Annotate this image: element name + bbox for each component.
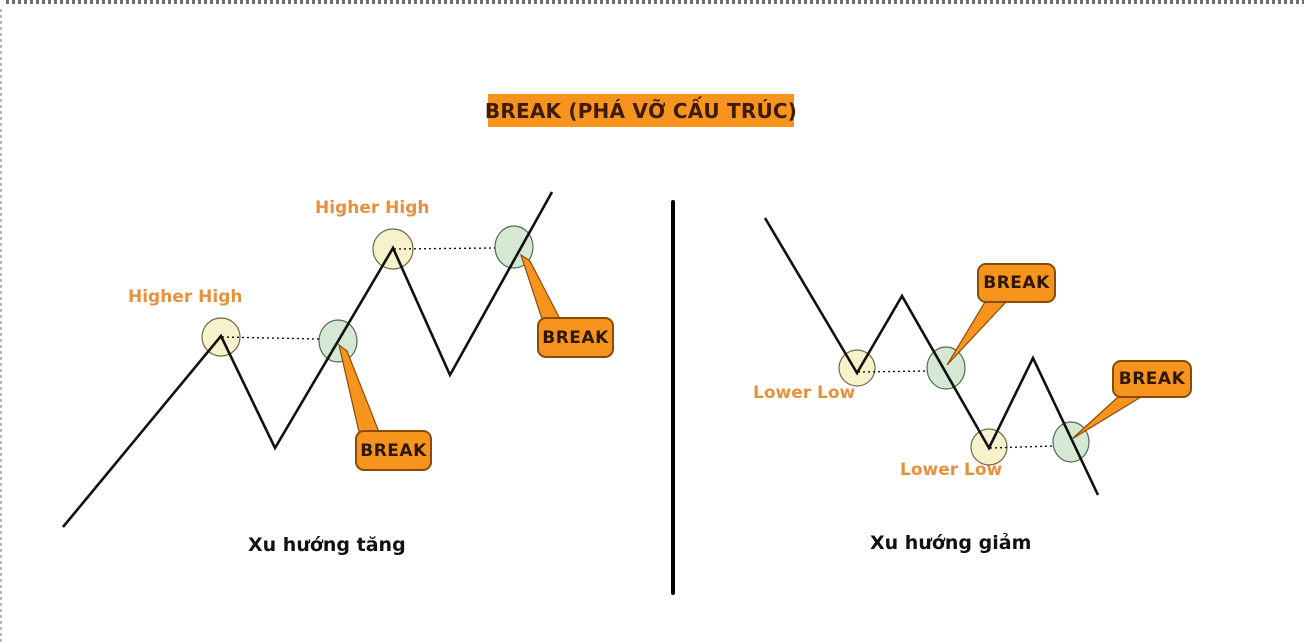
dotted-level-line-1 (221, 336, 320, 340)
top-dotted-edge (6, 0, 1304, 4)
swing-low-marker-1 (838, 349, 876, 387)
page-title: BREAK (PHÁ VỠ CẤU TRÚC) (485, 94, 797, 127)
level-lines (221, 247, 1054, 449)
zigzag-line-uptrend (61, 191, 554, 528)
lower-low-label-2: Lower Low (900, 460, 1003, 480)
uptrend-caption: Xu hướng tăng (248, 534, 406, 556)
dotted-level-line-3 (857, 370, 928, 373)
uptrend-markers (201, 225, 534, 363)
callout-tail-1 (338, 343, 380, 433)
higher-high-label-1: Higher High (128, 287, 243, 307)
panel-divider (671, 200, 675, 595)
dotted-level-line-2 (393, 247, 496, 250)
left-dotted-edge (0, 6, 2, 642)
lower-low-label-1: Lower Low (753, 383, 856, 403)
callout-tail-2 (519, 253, 561, 320)
higher-high-label-2: Higher High (315, 198, 430, 218)
break-callout-4: BREAK (1112, 360, 1192, 398)
break-callout-1: BREAK (355, 430, 432, 471)
dotted-level-line-4 (989, 445, 1054, 449)
downtrend-caption: Xu hướng giảm (870, 532, 1032, 554)
break-callout-3: BREAK (977, 263, 1056, 303)
callout-tail-3 (946, 301, 1008, 366)
break-marker-3 (926, 346, 966, 390)
callout-tail-4 (1071, 396, 1144, 440)
break-callout-2: BREAK (537, 317, 614, 358)
zigzag-line-downtrend (763, 217, 1100, 496)
callout-tails (338, 253, 1144, 440)
